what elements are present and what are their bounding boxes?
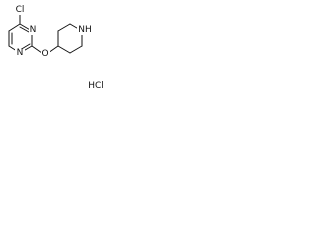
bond-c2-o: [31, 45, 43, 54]
bond-pip-c3-c2: [57, 23, 71, 32]
chlorine-atom-label: Cl: [16, 5, 25, 15]
bond-pip-c6-c5: [69, 45, 83, 54]
bond-pip-c5-c4: [57, 45, 71, 54]
piperidine-nh-label: NH: [78, 25, 92, 35]
bond-c4-c5: [8, 23, 21, 32]
chemical-structure-diagram: Cl N N O NH HCl: [8, 5, 104, 91]
hydrochloride-salt-label: HCl: [88, 81, 104, 91]
pyrimidine-n3-label: N: [30, 25, 37, 35]
bond-n3-c4-double: [19, 26, 30, 33]
ether-oxygen-label: O: [41, 49, 48, 59]
pyrimidine-n1-label: N: [17, 48, 24, 58]
